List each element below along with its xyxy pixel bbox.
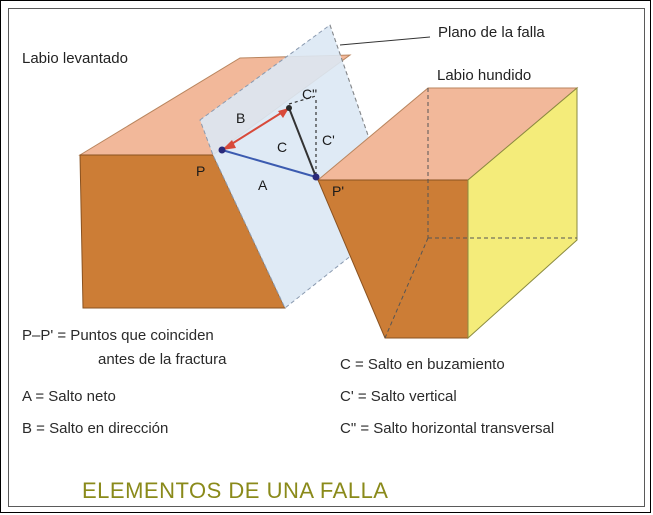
label-A: A [258, 177, 268, 193]
vector-B-arrowhead [222, 140, 236, 150]
point-P-prime [312, 173, 320, 181]
label-B: B [236, 110, 245, 126]
legend-pp2: antes de la fractura [98, 351, 227, 368]
page-title: ELEMENTOS DE UNA FALLA [82, 478, 389, 503]
vector-B-arrowhead-top [278, 108, 289, 118]
vector-C-dprime [288, 95, 317, 105]
label-hundido: Labio hundido [437, 67, 531, 84]
label-P-prime: P' [332, 183, 344, 199]
legend-c1: C' = Salto vertical [340, 388, 457, 405]
vector-A [221, 149, 317, 178]
right-block-side [467, 86, 578, 340]
label-P: P [196, 163, 205, 179]
legend-a: A = Salto neto [22, 388, 116, 405]
point-P [218, 146, 226, 154]
point-top [286, 105, 292, 111]
label-plano: Plano de la falla [438, 24, 545, 41]
legend-c2: C" = Salto horizontal transversal [340, 420, 555, 437]
legend-b: B = Salto en dirección [22, 420, 169, 437]
plano-leader [339, 36, 431, 46]
label-C-prime: C' [322, 132, 335, 148]
label-C: C [277, 139, 287, 155]
legend-c: C = Salto en buzamiento [340, 356, 505, 373]
legend-pp: P–P' = Puntos que coinciden [22, 327, 214, 344]
vector-C [288, 107, 317, 178]
label-levantado: Labio levantado [22, 50, 128, 67]
label-C-dprime: C" [302, 86, 317, 102]
